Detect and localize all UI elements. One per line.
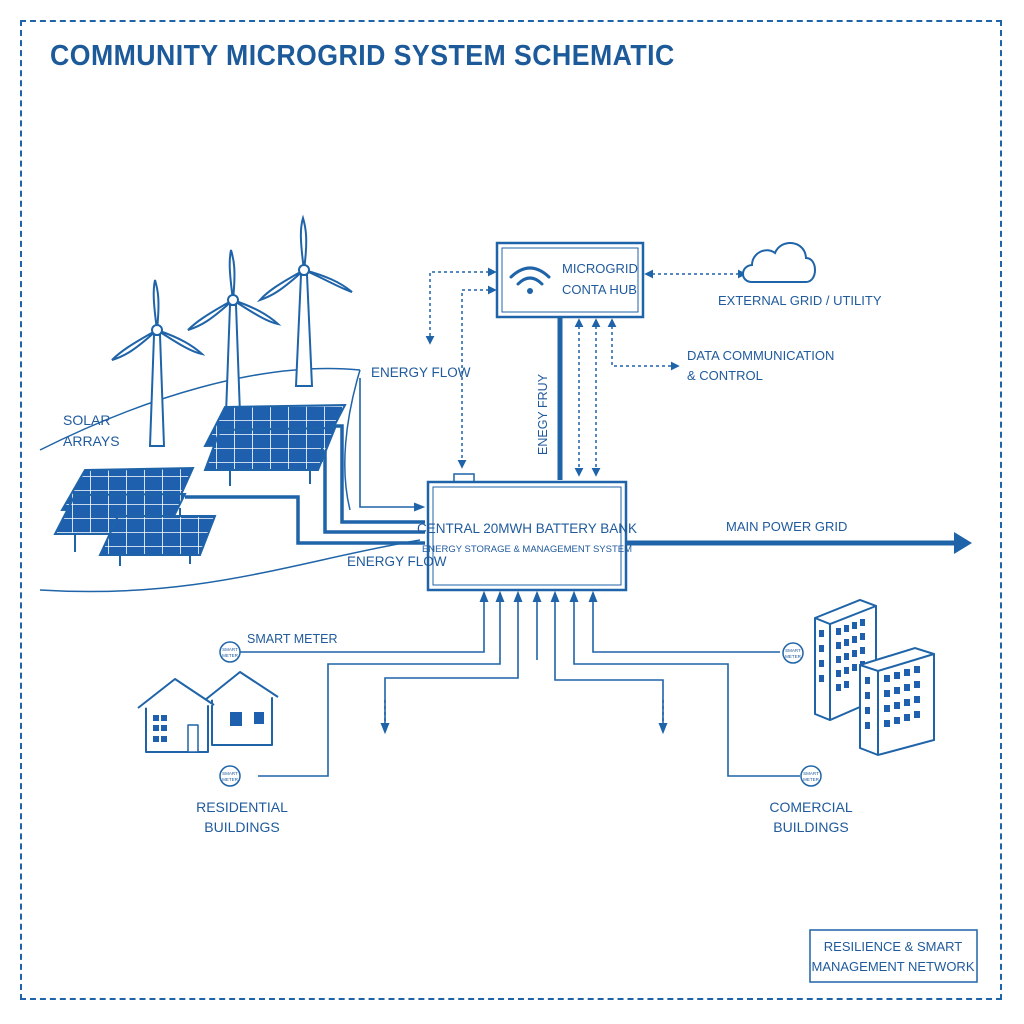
smart-meter-icon: SMART METER — [800, 765, 822, 787]
residential-label-line2: BUILDINGS — [204, 819, 279, 835]
svg-text:METER: METER — [222, 653, 239, 658]
energy-flow-top-label: ENERGY FLOW — [371, 365, 471, 380]
svg-text:SMART: SMART — [222, 647, 238, 652]
svg-text:METER: METER — [222, 777, 239, 782]
house-icon — [137, 678, 215, 753]
distribution-dashed-ends — [384, 700, 664, 732]
commercial-label-line2: BUILDINGS — [773, 819, 848, 835]
wind-turbine-icon — [256, 214, 353, 387]
data-links — [425, 267, 747, 477]
main-grid-label: MAIN POWER GRID — [726, 519, 847, 534]
main-grid-arrowhead — [954, 532, 972, 554]
solar-panel-icon — [203, 403, 347, 486]
svg-text:METER: METER — [785, 654, 802, 659]
smart-meter-icon: SMART METER — [219, 765, 241, 787]
wifi-icon — [509, 266, 551, 294]
badge-label-line1: RESILIENCE & SMART — [824, 939, 963, 954]
solar-panel-icon — [98, 515, 217, 566]
page-title: COMMUNITY MICROGRID SYSTEM SCHEMATIC — [50, 40, 675, 72]
badge-box — [809, 929, 978, 983]
svg-text:METER: METER — [803, 777, 820, 782]
residential-label-line1: RESIDENTIAL — [196, 799, 288, 815]
microgrid-control-hub — [495, 241, 645, 319]
external-grid-label: EXTERNAL GRID / UTILITY — [718, 293, 882, 308]
smart-meter-label: SMART METER — [247, 632, 338, 646]
hub-label-line2: CONTA HUB — [562, 282, 637, 297]
house-icon — [204, 671, 279, 746]
wind-turbine-icon — [187, 249, 282, 415]
badge-label-line2: MANAGEMENT NETWORK — [812, 959, 975, 974]
data-comm-label-line1: DATA COMMUNICATION — [687, 348, 834, 363]
smart-meter-icon: SMART METER — [219, 641, 241, 663]
commercial-label-line1: COMERCIAL — [769, 799, 852, 815]
svg-text:SMART: SMART — [785, 648, 801, 653]
battery-label-line1: CENTRAL 20MWH BATTERY BANK — [417, 521, 637, 536]
distribution-lines — [230, 590, 800, 777]
svg-text:SMART: SMART — [222, 771, 238, 776]
hub-label-line1: MICROGRID — [562, 261, 638, 276]
solar-feed-lines — [185, 378, 426, 545]
smart-meter-icon: SMART METER — [782, 642, 804, 664]
hillside — [39, 367, 421, 593]
energy-flow-bottom-label: ENERGY FLOW — [347, 554, 447, 569]
cloud-icon — [742, 242, 816, 283]
solar-arrays-label-line2: ARRAYS — [63, 433, 120, 449]
energy-flow-vertical-label: ENEGY FRUY — [536, 373, 550, 455]
solar-arrays-label-line1: SOLAR — [63, 412, 110, 428]
wind-turbine-icon — [111, 279, 206, 447]
svg-text:SMART: SMART — [803, 771, 819, 776]
battery-label-line2: ENERGY STORAGE & MANAGEMENT SYSTEM — [422, 544, 632, 555]
office-building-icon — [859, 646, 935, 757]
data-comm-label-line2: & CONTROL — [687, 368, 763, 383]
battery-bank-box — [426, 473, 628, 592]
dashed-frame — [20, 20, 1002, 1000]
